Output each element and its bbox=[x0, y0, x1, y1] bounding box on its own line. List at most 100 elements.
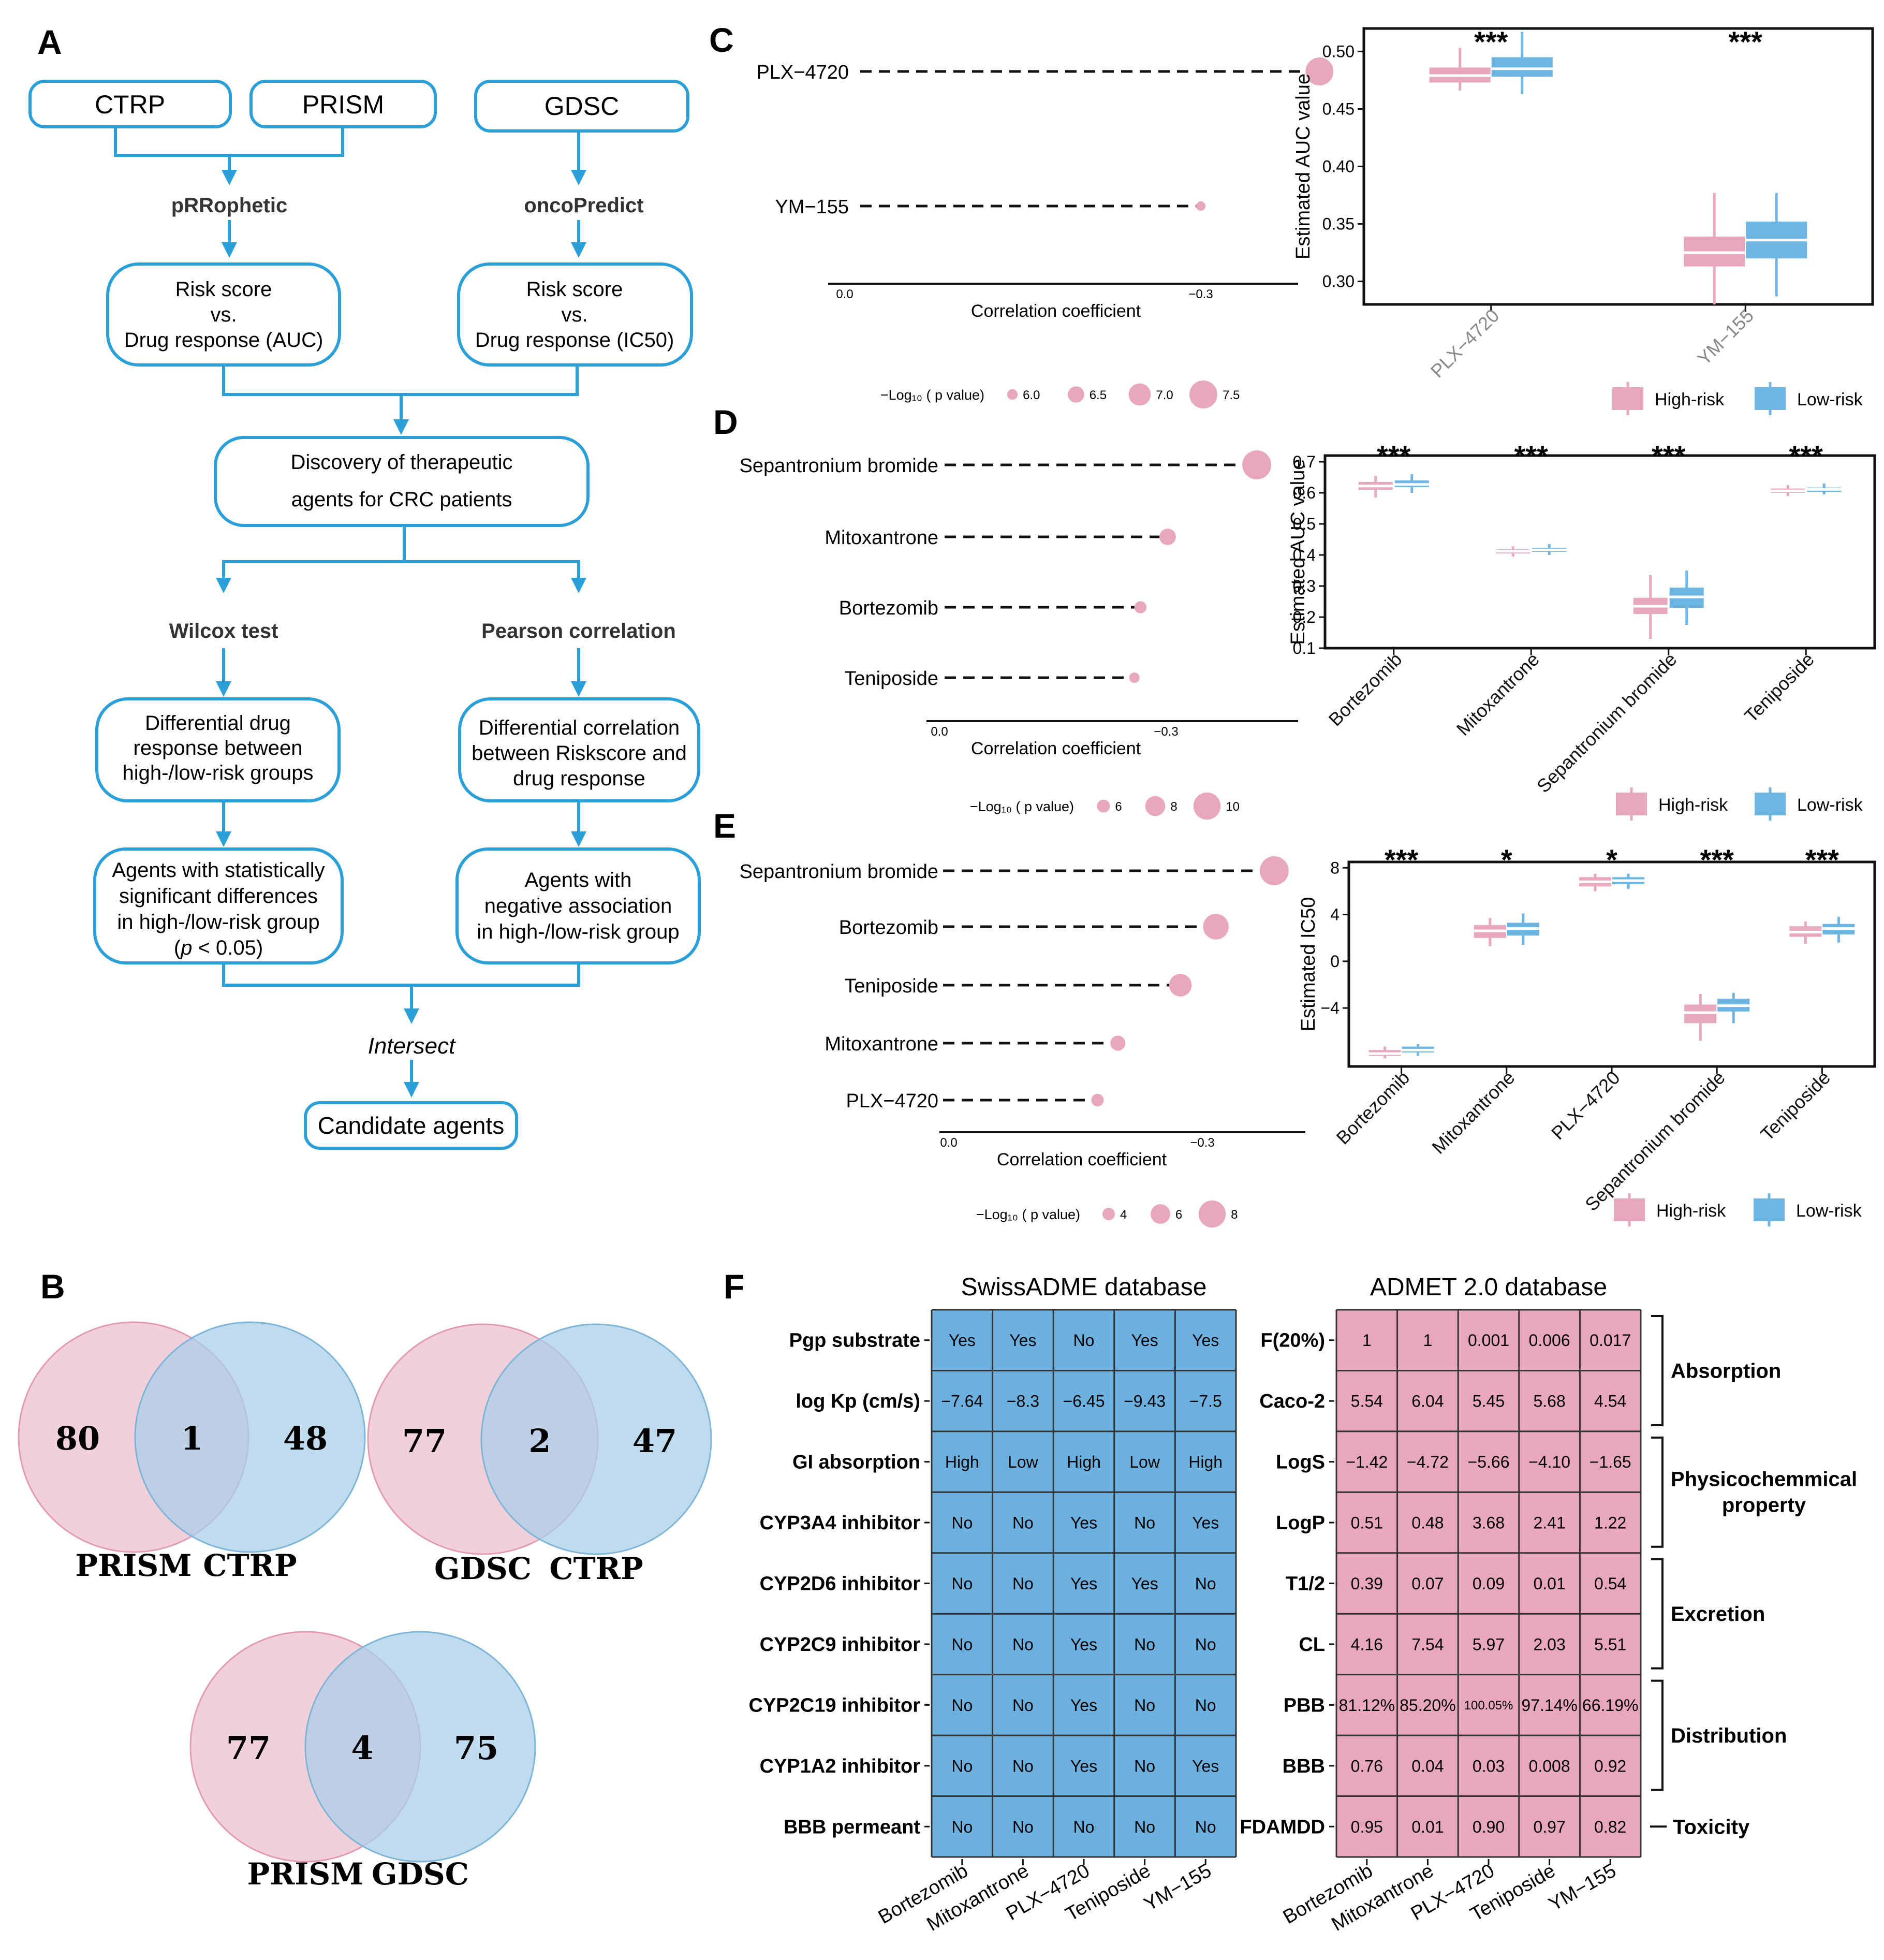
x-category-label: PLX−4720 bbox=[1547, 1067, 1624, 1144]
significance-label: *** bbox=[1514, 440, 1549, 472]
diff-drug-box bbox=[95, 697, 341, 802]
legend-swatch bbox=[1754, 1198, 1785, 1221]
table-cell: 0.03 bbox=[1473, 1757, 1505, 1775]
y-axis-title: Estimated AUC value bbox=[1292, 74, 1314, 259]
y-axis-title: Estimated AUC value bbox=[1287, 459, 1309, 645]
pearson-label: Pearson correlation bbox=[481, 620, 676, 642]
table-cell: No bbox=[951, 1696, 973, 1715]
size-legend-label: 7.5 bbox=[1223, 388, 1240, 402]
table-cell: 1.22 bbox=[1594, 1514, 1626, 1532]
arrow-head bbox=[393, 419, 409, 435]
arrow-head bbox=[571, 681, 586, 697]
significance-label: *** bbox=[1652, 440, 1686, 472]
table-cell: 0.51 bbox=[1351, 1514, 1383, 1532]
x-category-label: Mitoxantrone bbox=[1452, 649, 1543, 740]
lollipop-point bbox=[1203, 914, 1229, 940]
candidate-label: Candidate agents bbox=[318, 1112, 505, 1139]
table-cell: No bbox=[1134, 1818, 1155, 1836]
agents-neg-line: in high-/low-risk group bbox=[477, 920, 679, 943]
risk-ic50-line: Risk score bbox=[526, 278, 623, 301]
arrow-head bbox=[571, 170, 586, 185]
legend-label: High-risk bbox=[1655, 390, 1725, 409]
discovery-line: agents for CRC patients bbox=[291, 488, 512, 511]
row-label: GI absorption bbox=[792, 1452, 920, 1473]
venn-gdsc-ctrp: 77 2 47 GDSC CTRP bbox=[367, 1323, 712, 1586]
lollipop-point bbox=[1242, 450, 1272, 479]
arrow-head bbox=[404, 1008, 419, 1024]
drug-label: Sepantronium bromide bbox=[740, 861, 938, 883]
legend-label: Low-risk bbox=[1796, 1201, 1862, 1221]
significance-label: *** bbox=[1729, 25, 1763, 58]
venn-right-label: CTRP bbox=[549, 1551, 643, 1586]
drug-label: Bortezomib bbox=[839, 917, 938, 939]
lollipop-chart-e: Sepantronium bromideBortezomibTeniposide… bbox=[740, 856, 1305, 1228]
table-cell: −9.43 bbox=[1124, 1392, 1166, 1411]
row-label: F(20%) bbox=[1260, 1330, 1325, 1352]
group-label: Absorption bbox=[1671, 1359, 1781, 1382]
arrow-head bbox=[222, 170, 237, 185]
size-legend-label: 6.5 bbox=[1090, 388, 1107, 402]
agents-sig-pvalue: (p < 0.05) bbox=[174, 937, 263, 959]
venn-left-count: 77 bbox=[226, 1729, 271, 1767]
x-axis-title: Correlation coefficient bbox=[971, 301, 1141, 321]
table-cell: No bbox=[1195, 1696, 1216, 1715]
table-cell: Low bbox=[1008, 1453, 1039, 1471]
discovery-box bbox=[214, 436, 590, 527]
table-cell: No bbox=[1012, 1514, 1034, 1532]
table-cell: High bbox=[1188, 1453, 1223, 1471]
table-cell: 2.03 bbox=[1533, 1635, 1565, 1654]
table-cell: 0.017 bbox=[1589, 1331, 1631, 1350]
drug-label: PLX−4720 bbox=[846, 1090, 938, 1112]
row-label: log Kp (cm/s) bbox=[796, 1391, 920, 1412]
drug-label: Teniposide bbox=[844, 975, 938, 997]
table-cell: −1.42 bbox=[1346, 1453, 1388, 1471]
x-category-label: Bortezomib bbox=[1332, 1067, 1414, 1149]
table-cell: No bbox=[1195, 1635, 1216, 1654]
risk-ic50-line: Drug response (IC50) bbox=[475, 329, 674, 352]
y-tick-label: 0.35 bbox=[1322, 215, 1355, 233]
significance-label: * bbox=[1501, 843, 1512, 876]
venn-left-count: 80 bbox=[55, 1420, 100, 1457]
drug-label: Teniposide bbox=[844, 668, 938, 690]
table-cell: Yes bbox=[1192, 1514, 1219, 1532]
discovery-line: Discovery of therapeutic bbox=[290, 451, 512, 474]
diff-corr-box bbox=[458, 697, 700, 802]
x-tick-label: 0.0 bbox=[836, 287, 853, 301]
lollipop-point bbox=[1159, 529, 1176, 545]
plot-frame bbox=[1347, 860, 1876, 1068]
y-tick-label: 0.45 bbox=[1322, 99, 1355, 118]
y-tick-label: 0.40 bbox=[1322, 157, 1355, 176]
venn-right-label: GDSC bbox=[372, 1856, 469, 1892]
x-tick-label: 0.0 bbox=[940, 1136, 957, 1150]
x-tick-label: −0.3 bbox=[1190, 1136, 1214, 1150]
group-bracket bbox=[1651, 1315, 1664, 1426]
table-cell: 0.76 bbox=[1351, 1757, 1383, 1775]
prism-label: PRISM bbox=[302, 90, 384, 119]
diff-corr-line: drug response bbox=[513, 767, 645, 790]
gdsc-label: GDSC bbox=[544, 92, 619, 121]
table-cell: 81.12% bbox=[1339, 1696, 1395, 1715]
table-cell: No bbox=[951, 1818, 973, 1836]
size-legend-title: −Log₁₀ ( p value) bbox=[970, 799, 1074, 814]
x-tick-label: −0.3 bbox=[1154, 725, 1178, 739]
row-label: BBB permeant bbox=[784, 1816, 920, 1838]
table-cell: No bbox=[1012, 1574, 1034, 1593]
agents-neg-box bbox=[455, 847, 701, 964]
table-cell: 0.82 bbox=[1594, 1818, 1626, 1836]
diff-corr-line: between Riskscore and bbox=[472, 742, 687, 765]
table-cell: 4.54 bbox=[1594, 1392, 1626, 1411]
significance-label: *** bbox=[1377, 440, 1411, 472]
panel-label-d: D bbox=[713, 403, 738, 441]
table-cell: −4.72 bbox=[1407, 1453, 1449, 1471]
agents-neg-line: Agents with bbox=[525, 869, 632, 891]
table-cell: No bbox=[1134, 1757, 1155, 1775]
table-cell: 0.54 bbox=[1594, 1574, 1626, 1593]
legend-label: Low-risk bbox=[1797, 795, 1863, 815]
lollipop-point bbox=[1169, 974, 1192, 997]
table-cell: No bbox=[1134, 1514, 1155, 1532]
x-category-label: Bortezomib bbox=[1324, 649, 1406, 730]
